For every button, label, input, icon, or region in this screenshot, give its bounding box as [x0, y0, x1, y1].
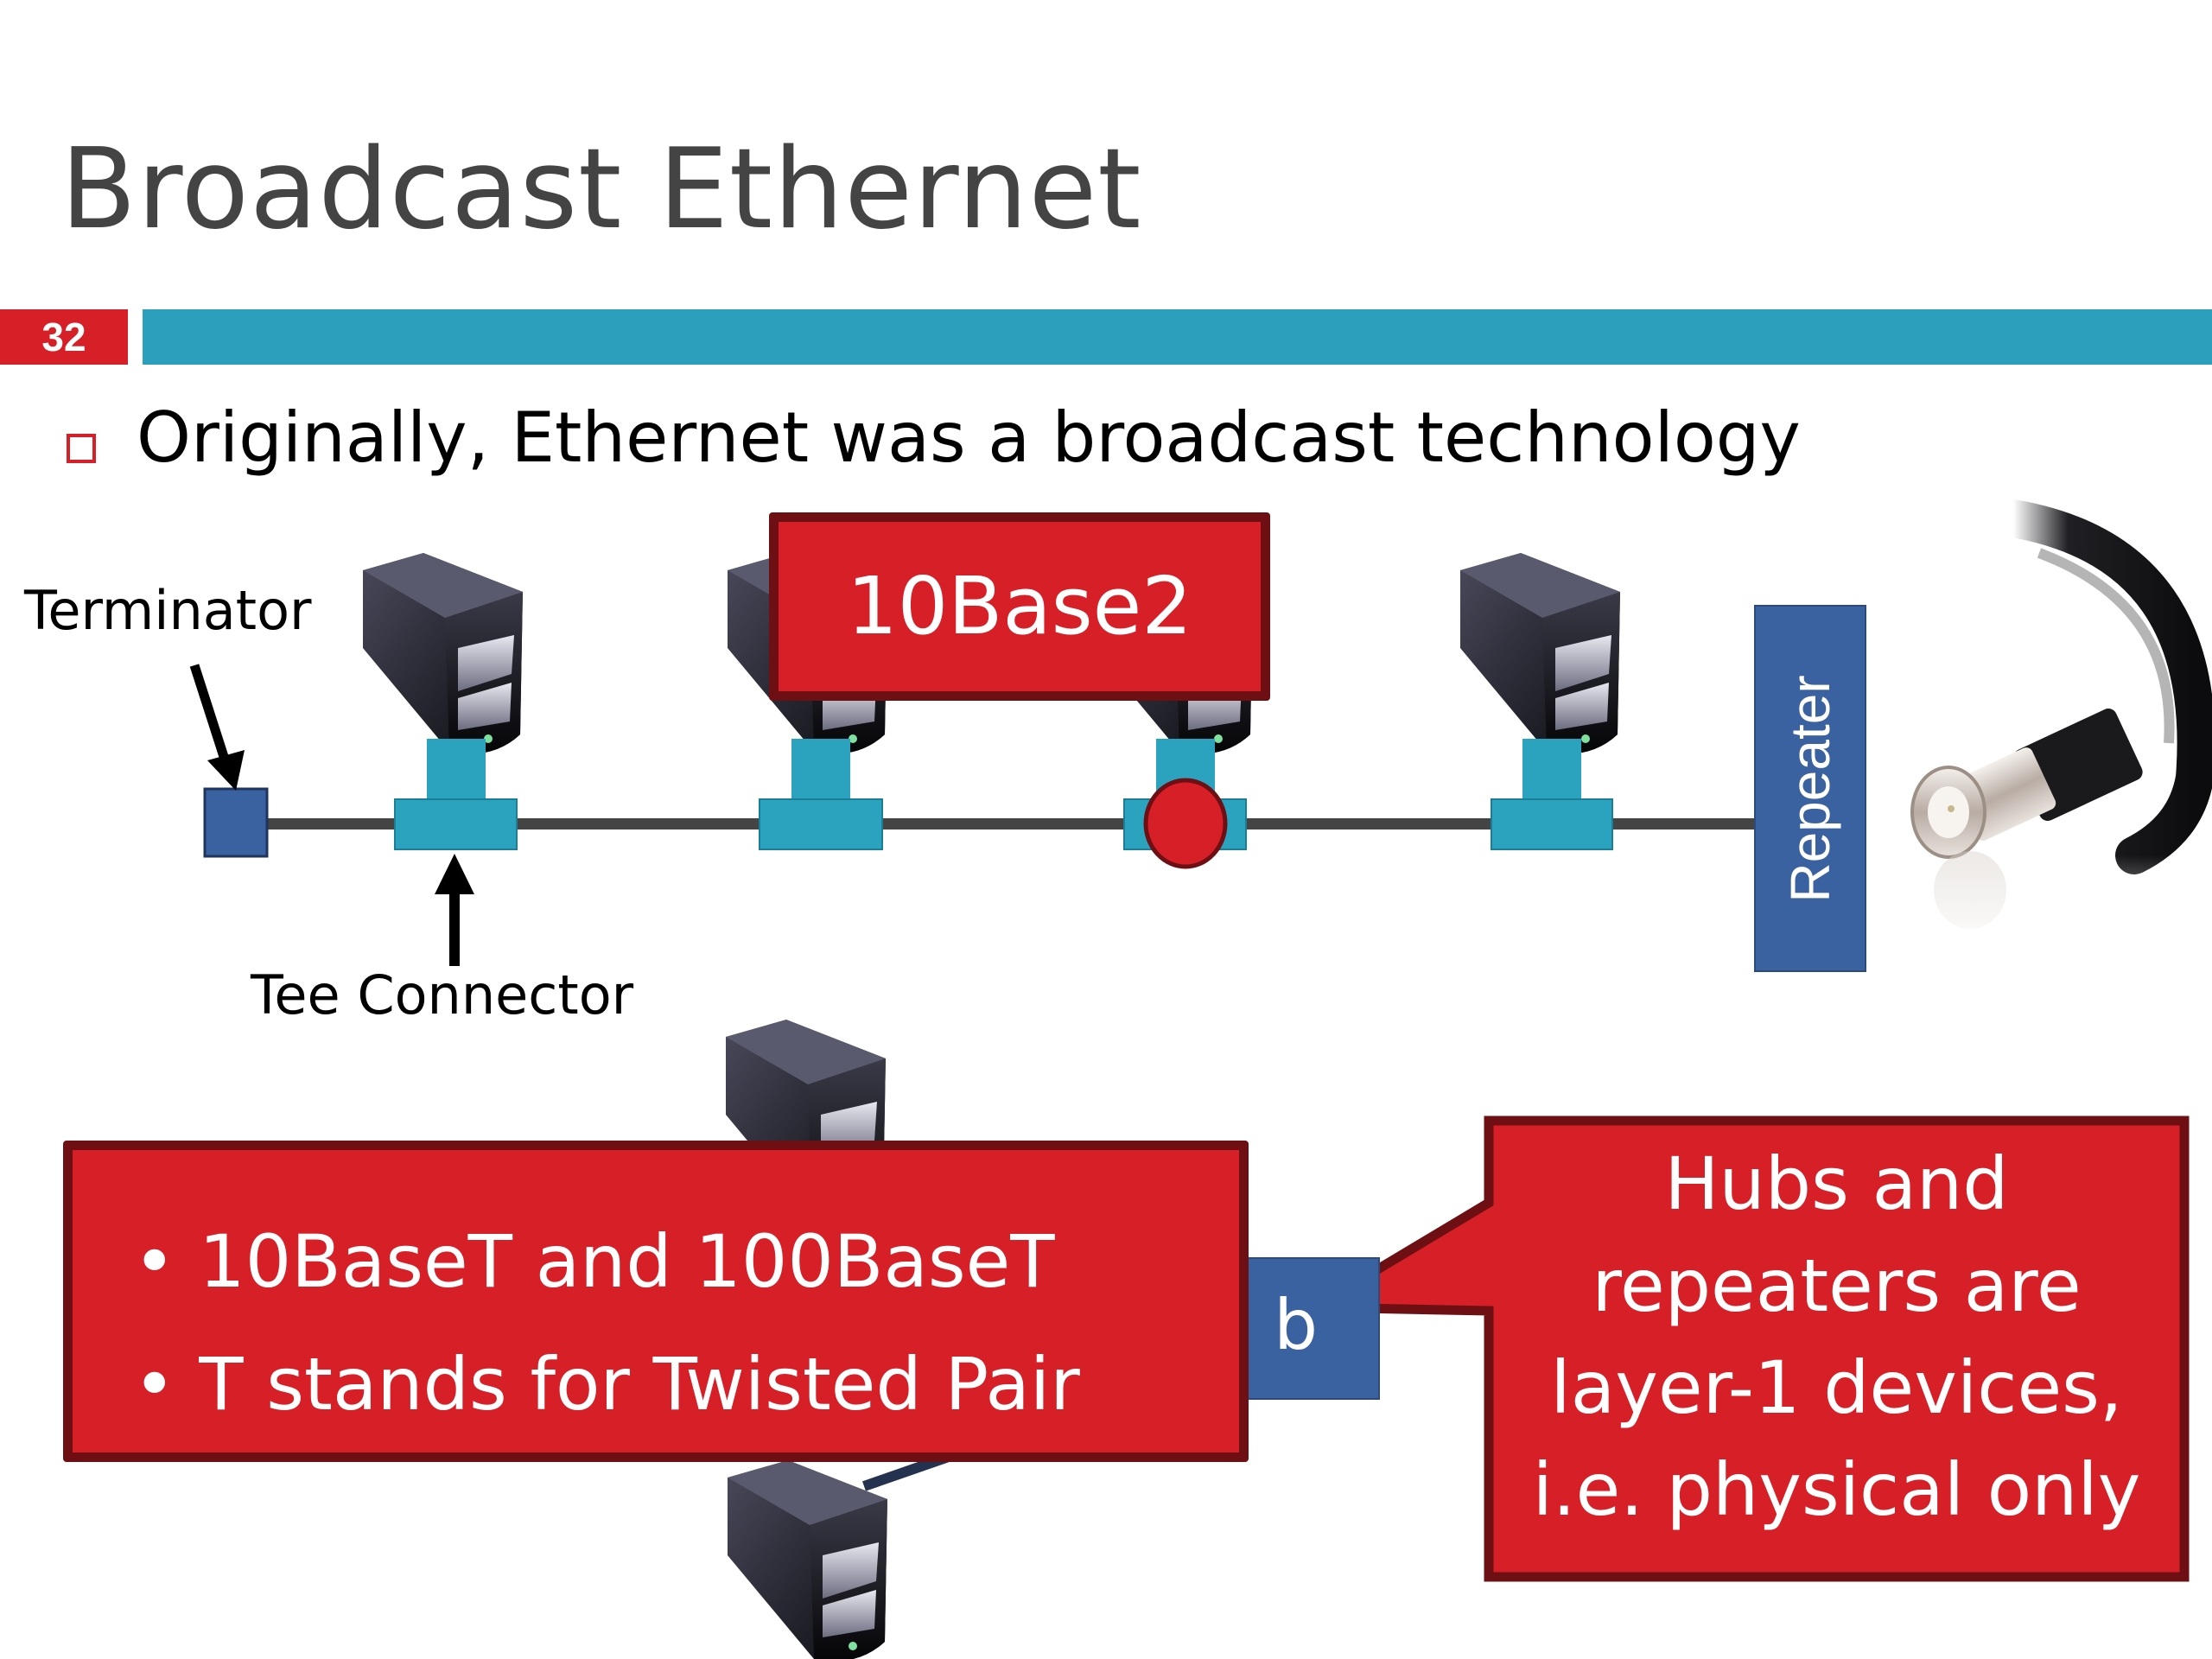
tee-connector-4: [1491, 739, 1613, 850]
server-icon-1: [363, 553, 523, 754]
terminator-arrow-icon: [189, 664, 245, 791]
hub-block: b: [1242, 1257, 1380, 1400]
repeater-block: Repeater: [1754, 605, 1866, 972]
info-item: • 10BaseT and 100BaseT: [133, 1219, 1055, 1304]
callout-line: Hubs and: [1664, 1141, 2009, 1226]
tee-connector-1: [394, 739, 518, 850]
terminator-label: Terminator: [24, 579, 312, 642]
repeater-label: Repeater: [1779, 674, 1841, 903]
title-bar: [143, 309, 2212, 365]
hub-label: b: [1274, 1285, 1318, 1365]
info-item: • T stands for Twisted Pair: [133, 1342, 1080, 1427]
callout-line: repeaters are: [1592, 1243, 2082, 1328]
terminator-block: [203, 787, 269, 858]
tee-connector-label: Tee Connector: [251, 963, 634, 1027]
callout-line: layer-1 devices,: [1550, 1345, 2123, 1430]
bullet-text: Originally, Ethernet was a broadcast tec…: [137, 397, 1801, 478]
twisted-pair-info-box: • 10BaseT and 100BaseT • T stands for Tw…: [63, 1141, 1249, 1462]
slide-number: 32: [0, 309, 128, 365]
tee-connector-2: [759, 739, 883, 850]
bnc-cable-image: [1901, 499, 2212, 959]
server-icon-4: [1460, 553, 1620, 754]
bullet-square-icon: [67, 434, 96, 463]
callout-shape: [1297, 1116, 2190, 1582]
tee-arrow-icon: [435, 854, 474, 966]
collision-marker: [1143, 778, 1228, 869]
coax-bus-line: [259, 818, 1758, 830]
callout-line: i.e. physical only: [1532, 1447, 2141, 1532]
label-10base2: 10Base2: [769, 512, 1270, 701]
slide-title: Broadcast Ethernet: [60, 125, 1142, 254]
callout-text: Hubs and repeaters are layer-1 devices, …: [1489, 1121, 2184, 1577]
server-icon-6: [728, 1460, 887, 1659]
